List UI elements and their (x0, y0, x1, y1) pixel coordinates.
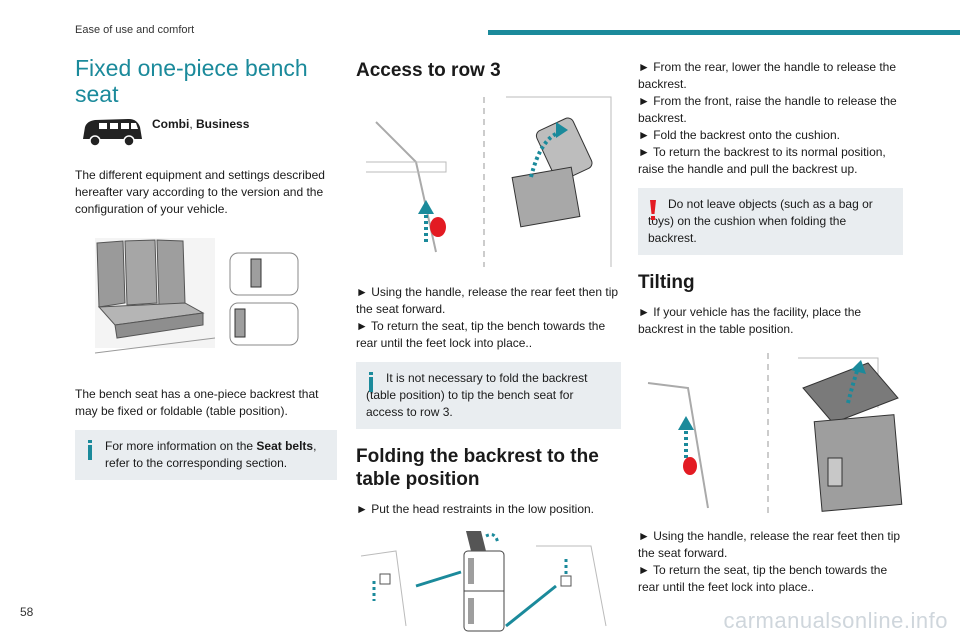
tilting-step-2: ► Using the handle, release the rear fee… (638, 529, 901, 560)
access-step-2: ► To return the seat, tip the bench towa… (356, 319, 606, 350)
folding-step-1: ► Put the head restraints in the low pos… (356, 502, 595, 516)
tilting-step-3: ► To return the seat, tip the bench towa… (638, 563, 888, 594)
info-note-seat-belts: For more information on the Seat belts, … (75, 430, 337, 480)
bench-seat-illustration (94, 238, 299, 354)
bench-description: The bench seat has a one-piece backrest … (75, 387, 319, 418)
fold-step-2: ► From the front, raise the handle to re… (638, 94, 897, 125)
header-accent-bar (488, 30, 960, 35)
tilting-illustration (647, 353, 903, 513)
fold-step-3: ► Fold the backrest onto the cushion. (638, 128, 840, 142)
version-combi: Combi (152, 117, 190, 131)
warning-icon (650, 200, 656, 225)
info-note-row3: It is not necessary to fold the backrest… (356, 362, 621, 429)
access-row3-illustration (366, 96, 612, 267)
watermark: carmanualsonline.info (723, 608, 948, 633)
title-tilting: Tilting (638, 272, 695, 293)
title-folding-backrest: Folding the backrest to the table positi… (356, 446, 599, 490)
head-restraints-illustration (360, 531, 607, 632)
access-step-1: ► Using the handle, release the rear fee… (356, 285, 619, 316)
page-number: 58 (20, 605, 34, 619)
info-icon (87, 440, 92, 465)
versions-row: Combi, Business (75, 107, 337, 167)
warning-note: Do not leave objects (such as a bag or t… (638, 188, 903, 255)
header-section-title: Ease of use and comfort (75, 24, 195, 36)
warning-text: Do not leave objects (such as a bag or t… (648, 197, 873, 245)
tilting-step-1: ► If your vehicle has the facility, plac… (638, 305, 862, 336)
note-pre: For more information on the (105, 439, 257, 453)
note-post: , refer to the corresponding section. (105, 439, 317, 470)
title-fixed-bench: Fixed one-piece bench seat (75, 55, 308, 107)
column-3: ► From the rear, lower the handle to rel… (638, 55, 903, 596)
info-icon (368, 372, 373, 397)
column-1: Fixed one-piece bench seat Combi, Busine… (75, 55, 337, 480)
versions-label: Combi, Business (152, 117, 249, 131)
info-note-text: For more information on the Seat belts, … (105, 438, 327, 472)
fold-step-1: ► From the rear, lower the handle to rel… (638, 60, 897, 91)
note-bold: Seat belts (256, 439, 314, 453)
version-business: Business (196, 117, 250, 131)
fold-step-4: ► To return the backrest to its normal p… (638, 145, 886, 176)
van-icon (83, 119, 142, 147)
version-separator: , (189, 117, 197, 131)
title-access-row3: Access to row 3 (356, 60, 501, 81)
info-note-row3-text: It is not necessary to fold the backrest… (366, 371, 588, 419)
column-2: Access to row 3 ► Using the handle, rele… (356, 55, 621, 636)
intro-text: The different equipment and settings des… (75, 168, 325, 216)
